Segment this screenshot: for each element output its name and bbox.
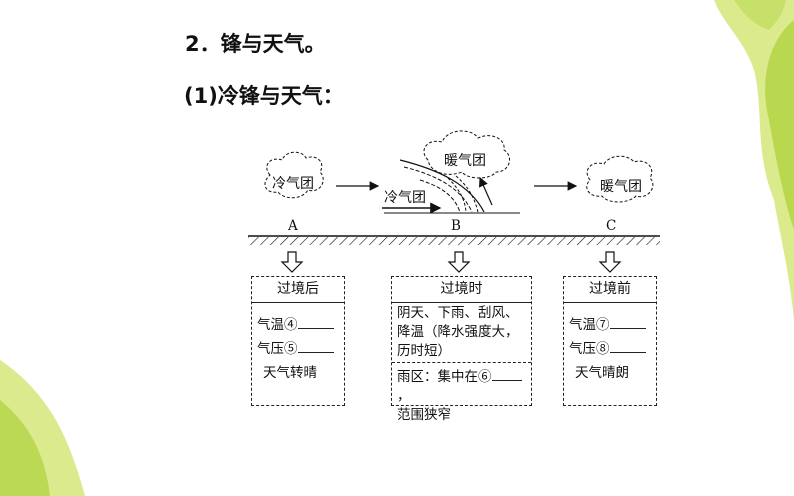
leaf-decoration-bottom-left: [0, 360, 85, 496]
after-temp-label: 气温④: [257, 317, 298, 333]
label-cold-air-middle: 冷气团: [384, 190, 426, 206]
after-weather: 天气转晴: [263, 365, 317, 381]
label-cold-air-left: 冷气团: [272, 176, 314, 192]
rain-zone-range: 范围狭窄: [397, 407, 451, 423]
during-desc-line2: 降温（降水强度大，: [397, 324, 519, 340]
after-passage-box: 过境后 气温④ 气压⑤ 天气转晴: [251, 276, 345, 406]
during-desc-line3: 历时短）: [397, 343, 451, 359]
down-arrow-a: [280, 251, 304, 273]
blank-7: [609, 314, 646, 329]
down-arrow-c: [598, 251, 622, 273]
after-pressure-label: 气压⑤: [257, 341, 298, 357]
before-passage-title: 过境前: [564, 277, 656, 303]
station-b-label: B: [451, 218, 461, 234]
during-passage-title: 过境时: [392, 277, 531, 303]
label-warm-air-middle: 暖气团: [444, 153, 486, 169]
subsection-title: (1)冷锋与天气：: [184, 84, 344, 108]
rain-zone-comma: ，: [397, 388, 411, 404]
before-passage-box: 过境前 气温⑦ 气压⑧ 天气晴朗: [563, 276, 657, 406]
blank-6: [491, 366, 522, 381]
down-arrow-b: [447, 251, 471, 273]
station-c-label: C: [606, 218, 617, 234]
before-pressure-label: 气压⑧: [569, 341, 610, 357]
rain-zone-label: 雨区：集中在⑥: [397, 369, 492, 385]
before-temp-label: 气温⑦: [569, 317, 610, 333]
blank-8: [609, 338, 646, 353]
leaf-decoration-top-right: [714, 0, 794, 320]
section-title: 2．锋与天气。: [185, 32, 326, 56]
before-weather: 天气晴朗: [575, 365, 629, 381]
after-passage-title: 过境后: [252, 277, 344, 303]
label-warm-air-right: 暖气团: [600, 179, 642, 195]
during-desc-line1: 阴天、下雨、刮风、: [397, 305, 519, 321]
blank-4: [297, 314, 334, 329]
during-passage-box: 过境时 阴天、下雨、刮风、 降温（降水强度大， 历时短） 雨区：集中在⑥ ， 范围…: [391, 276, 532, 423]
station-a-label: A: [288, 218, 298, 234]
blank-5: [297, 338, 334, 353]
